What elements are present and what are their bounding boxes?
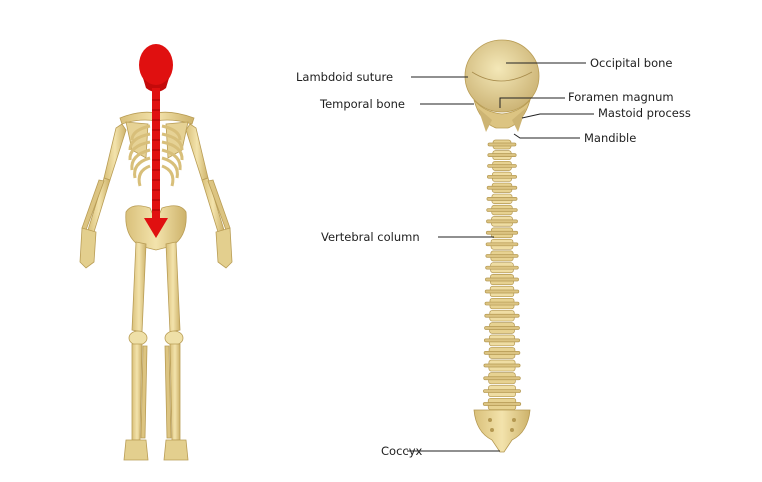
transverse-process xyxy=(484,377,521,380)
transverse-process xyxy=(484,339,519,342)
transverse-process xyxy=(488,143,516,146)
transverse-process xyxy=(486,266,519,269)
label-vertebral-column: Vertebral column xyxy=(321,230,420,244)
transverse-process xyxy=(488,154,516,157)
label-occipital-bone: Occipital bone xyxy=(590,56,673,70)
skull-and-spine xyxy=(465,40,539,452)
transverse-process xyxy=(483,390,520,393)
label-coccyx: Coccyx xyxy=(381,444,422,458)
transverse-process xyxy=(486,254,518,257)
transverse-process xyxy=(486,220,517,223)
transverse-process xyxy=(485,290,519,293)
transverse-process xyxy=(486,231,517,234)
transverse-process xyxy=(486,243,518,246)
label-temporal-bone: Temporal bone xyxy=(320,97,405,111)
transverse-process xyxy=(487,186,517,189)
transverse-process xyxy=(484,364,520,367)
transverse-process xyxy=(487,197,517,200)
transverse-process xyxy=(485,278,518,281)
transverse-process xyxy=(485,327,520,330)
transverse-process xyxy=(484,351,520,354)
label-foramen-magnum: Foramen magnum xyxy=(568,90,674,104)
label-lambdoid-suture: Lambdoid suture xyxy=(296,70,393,84)
transverse-process xyxy=(488,164,517,167)
transverse-process xyxy=(485,302,519,305)
transverse-process xyxy=(487,209,518,212)
transverse-process xyxy=(485,314,520,317)
label-mastoid-process: Mastoid process xyxy=(598,106,691,120)
label-mandible: Mandible xyxy=(584,131,636,145)
transverse-process xyxy=(487,175,516,178)
transverse-process xyxy=(483,403,521,406)
